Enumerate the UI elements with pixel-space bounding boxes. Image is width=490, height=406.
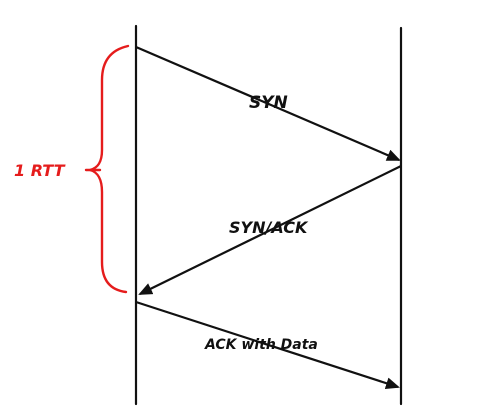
synack-arrow (138, 165, 402, 295)
ack-data-label: ACK with Data (204, 337, 318, 353)
rtt-label: 1 RTT (14, 161, 66, 180)
syn-arrow (135, 45, 401, 162)
synack-label: SYN/ACK (229, 218, 309, 237)
syn-label: SYN (249, 93, 288, 113)
ack-data-arrow (135, 300, 400, 390)
